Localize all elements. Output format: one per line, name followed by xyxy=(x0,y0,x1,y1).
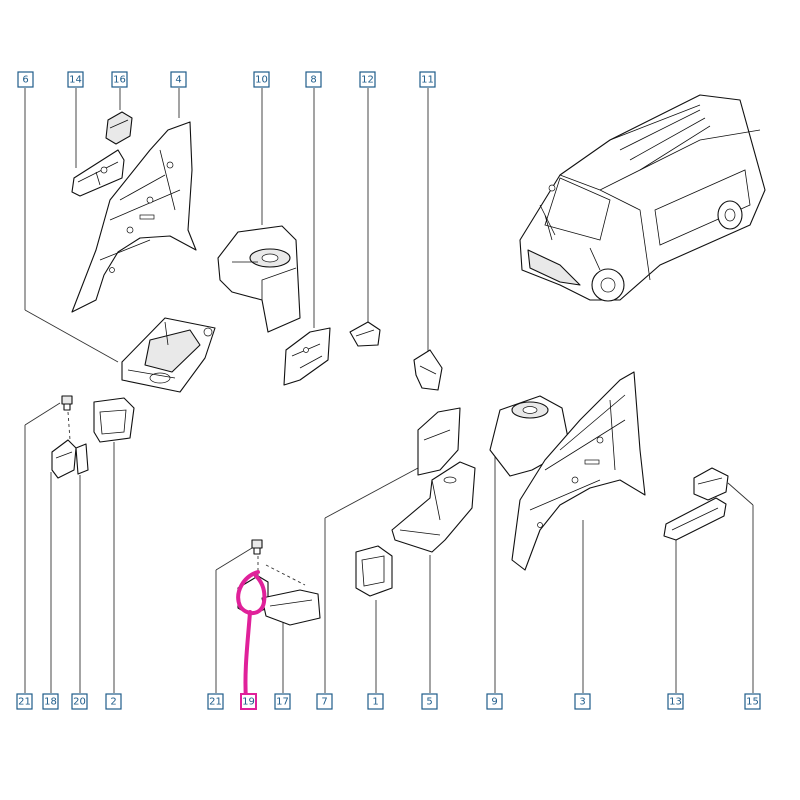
part-16-clip xyxy=(105,111,133,145)
svg-text:21: 21 xyxy=(18,697,31,708)
svg-text:6: 6 xyxy=(22,75,28,86)
label-21-center: 21 xyxy=(207,693,224,710)
label-7: 7 xyxy=(316,693,333,710)
leader-lines xyxy=(24,88,754,693)
highlight-circle-part-19 xyxy=(236,570,267,702)
part-14-bracket xyxy=(71,149,125,197)
label-17: 17 xyxy=(274,693,291,710)
svg-text:13: 13 xyxy=(669,697,682,708)
svg-text:2: 2 xyxy=(110,697,116,708)
svg-text:17: 17 xyxy=(276,697,289,708)
part-4-wheel-arch-left xyxy=(71,121,197,313)
label-11: 11 xyxy=(419,71,436,88)
part-6-floor-bracket xyxy=(121,317,216,393)
part-21-bolt-center xyxy=(251,539,263,555)
part-12-bracket xyxy=(349,321,381,347)
svg-text:5: 5 xyxy=(426,697,432,708)
svg-text:11: 11 xyxy=(421,75,434,86)
svg-text:16: 16 xyxy=(113,75,126,86)
svg-text:21: 21 xyxy=(209,697,222,708)
label-16: 16 xyxy=(111,71,128,88)
label-1: 1 xyxy=(367,693,384,710)
label-6: 6 xyxy=(17,71,34,88)
svg-text:7: 7 xyxy=(321,697,327,708)
label-21-left: 21 xyxy=(16,693,33,710)
svg-text:8: 8 xyxy=(310,75,316,86)
svg-text:10: 10 xyxy=(255,75,268,86)
svg-text:18: 18 xyxy=(44,697,57,708)
part-15-clip xyxy=(693,467,729,501)
van-illustration xyxy=(519,94,766,302)
part-7-panel xyxy=(417,407,461,476)
svg-text:14: 14 xyxy=(69,75,82,86)
part-1-bracket xyxy=(355,545,393,597)
part-13-bracket xyxy=(663,497,727,541)
part-3-wheel-arch-right xyxy=(511,371,646,571)
part-21-bolt-left xyxy=(61,395,73,411)
part-20-clip-left xyxy=(75,443,89,475)
label-20: 20 xyxy=(71,693,88,710)
svg-text:3: 3 xyxy=(579,697,585,708)
label-4: 4 xyxy=(170,71,187,88)
label-13: 13 xyxy=(667,693,684,710)
label-10: 10 xyxy=(253,71,270,88)
part-11-bracket xyxy=(413,349,443,391)
svg-text:15: 15 xyxy=(746,697,759,708)
bottom-label-row: 21 19 17 7 1 5 9 3 13 15 xyxy=(207,693,761,710)
label-18: 18 xyxy=(42,693,59,710)
label-19: 19 xyxy=(240,693,257,710)
part-17-bracket xyxy=(261,589,321,626)
label-15: 15 xyxy=(744,693,761,710)
label-5: 5 xyxy=(421,693,438,710)
svg-text:19: 19 xyxy=(242,697,255,708)
svg-text:9: 9 xyxy=(491,697,497,708)
label-14: 14 xyxy=(67,71,84,88)
top-label-row: 6 14 16 4 10 8 12 11 xyxy=(17,71,436,88)
svg-text:1: 1 xyxy=(372,697,378,708)
svg-text:20: 20 xyxy=(73,697,86,708)
part-5-floor-bracket xyxy=(391,461,476,553)
bottom-left-label-row: 21 18 20 2 xyxy=(16,693,122,710)
label-2: 2 xyxy=(105,693,122,710)
svg-text:12: 12 xyxy=(361,75,374,86)
part-2-bracket xyxy=(93,397,135,443)
svg-text:4: 4 xyxy=(175,75,181,86)
label-3: 3 xyxy=(574,693,591,710)
label-8: 8 xyxy=(305,71,322,88)
label-9: 9 xyxy=(486,693,503,710)
part-10-strut-tower xyxy=(217,225,301,333)
label-12: 12 xyxy=(359,71,376,88)
part-8-reinforcement xyxy=(283,327,331,386)
part-18-bracket-left xyxy=(51,439,77,479)
